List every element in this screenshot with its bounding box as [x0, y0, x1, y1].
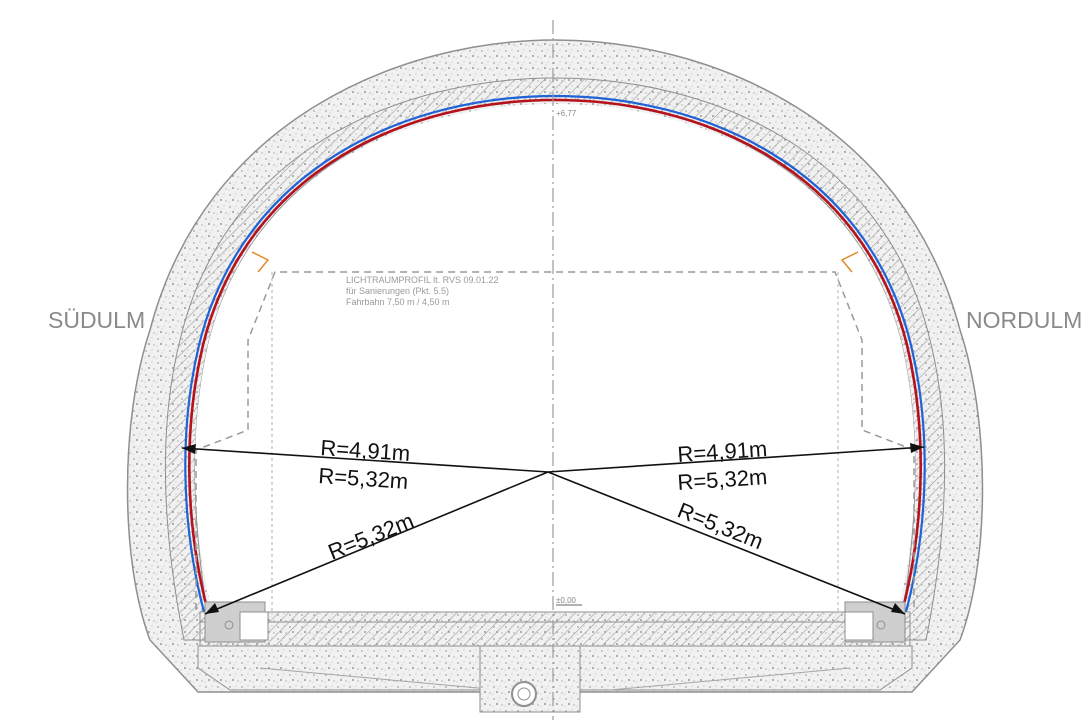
elevation-bottom: ±0,00 [556, 596, 577, 605]
roadway-slab [199, 601, 911, 647]
side-label-left: SÜDULM [48, 307, 145, 333]
elevation-top: +6,77 [556, 109, 577, 118]
clearance-note-line2: für Sanierungen (Pkt. 5.5) [346, 286, 449, 296]
clearance-note-line3: Fahrbahn 7,50 m / 4,50 m [346, 297, 450, 307]
tunnel-interior [194, 104, 916, 612]
clearance-note-line1: LICHTRAUMPROFIL lt. RVS 09.01.22 [346, 275, 499, 285]
side-label-right: NORDULM [966, 307, 1082, 333]
tunnel-base [197, 645, 913, 713]
radius-label-upper-left-b: R=5,32m [318, 463, 409, 494]
radius-lines [181, 446, 925, 615]
profile-red-line [188, 98, 922, 613]
orange-accent-left [251, 251, 270, 273]
profile-blue-line [184, 94, 926, 613]
hatched-lining [165, 77, 945, 641]
radius-arrowheads [182, 443, 924, 614]
orange-accent-right [840, 251, 859, 273]
radius-label-upper-left-a: R=4,91m [320, 435, 411, 466]
radius-label-upper-right-a: R=4,91m [677, 436, 768, 467]
radius-label-upper-right-b: R=5,32m [677, 464, 768, 495]
clearance-profile [195, 271, 915, 610]
drain-pipe [511, 681, 537, 707]
